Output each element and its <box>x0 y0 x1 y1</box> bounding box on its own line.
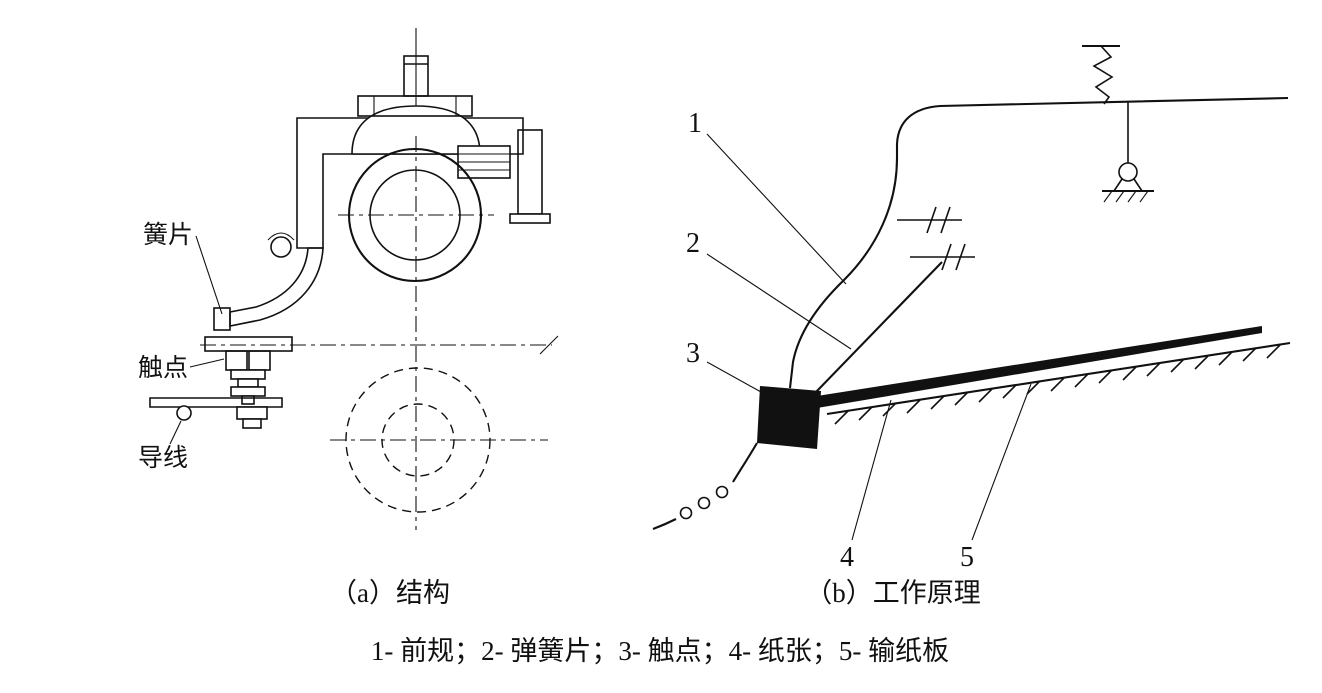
front-lay-outline <box>788 96 1289 389</box>
bolt <box>403 55 429 97</box>
structure-drawing: 簧片 触点 导线 <box>138 28 559 530</box>
lower-nut-1 <box>236 406 268 420</box>
figure-legend: 1- 前规；2- 弹簧片；3- 触点；4- 纸张；5- 输纸板 <box>371 636 949 666</box>
nut-stack-4 <box>241 395 255 405</box>
contact-point-left <box>225 350 248 371</box>
label-lead-wire: 导线 <box>138 444 188 472</box>
lead-wire-arm <box>149 397 283 408</box>
boss-dome <box>351 105 481 155</box>
tension-spring-symbol <box>1082 44 1120 105</box>
leader-spring-leaf <box>195 235 223 315</box>
leader-part-1 <box>706 133 847 285</box>
side-plate <box>517 129 543 215</box>
contact-carrier-plate <box>204 336 293 352</box>
sheet-tail-lower <box>652 518 677 530</box>
leader-part-3 <box>706 361 762 393</box>
caption-principle: （b）工作原理 <box>805 578 981 608</box>
contact-block <box>757 386 821 449</box>
spring-tip-clamp <box>213 307 231 331</box>
paper-sheet <box>817 326 1262 408</box>
nut-stack-3 <box>230 386 266 397</box>
leader-part-5 <box>971 383 1032 541</box>
leader-lead-wire <box>169 420 182 445</box>
part-number-5: 5 <box>960 542 974 573</box>
caption-structure: （a）结构 <box>330 578 450 608</box>
principle-drawing: 1 2 3 4 5 <box>652 44 1291 573</box>
contact-point-right <box>248 350 271 371</box>
lower-nut-2 <box>242 418 262 429</box>
lead-wire-loop <box>176 405 192 421</box>
sheet-tail-upper <box>732 442 758 483</box>
pivot-support-symbol <box>1102 101 1154 203</box>
roller-dot-1 <box>715 485 729 499</box>
label-spring-leaf: 簧片 <box>143 221 193 249</box>
feed-board-line <box>826 341 1291 416</box>
part-number-4: 4 <box>840 542 854 573</box>
nut-stack-2 <box>237 378 259 388</box>
bracket-body <box>296 117 524 249</box>
label-contact: 触点 <box>138 354 188 382</box>
roller-dot-2 <box>697 496 711 510</box>
leader-part-2 <box>706 253 852 350</box>
feed-board-hatching <box>834 344 1281 425</box>
part-number-3: 3 <box>686 338 700 369</box>
clamp-screw-symbol-upper <box>897 206 962 234</box>
spring-leaf-line <box>815 261 943 393</box>
spring-root-screw <box>270 236 292 258</box>
roller-dot-3 <box>679 506 693 520</box>
leader-part-4 <box>851 399 892 541</box>
side-tab <box>509 213 551 224</box>
part-number-2: 2 <box>686 228 700 259</box>
part-number-1: 1 <box>688 108 702 139</box>
leader-contact <box>189 358 225 368</box>
clamp-screw-symbol-lower <box>910 243 975 271</box>
spring-leaf-band <box>229 247 324 327</box>
nut-stack-1 <box>230 369 266 380</box>
